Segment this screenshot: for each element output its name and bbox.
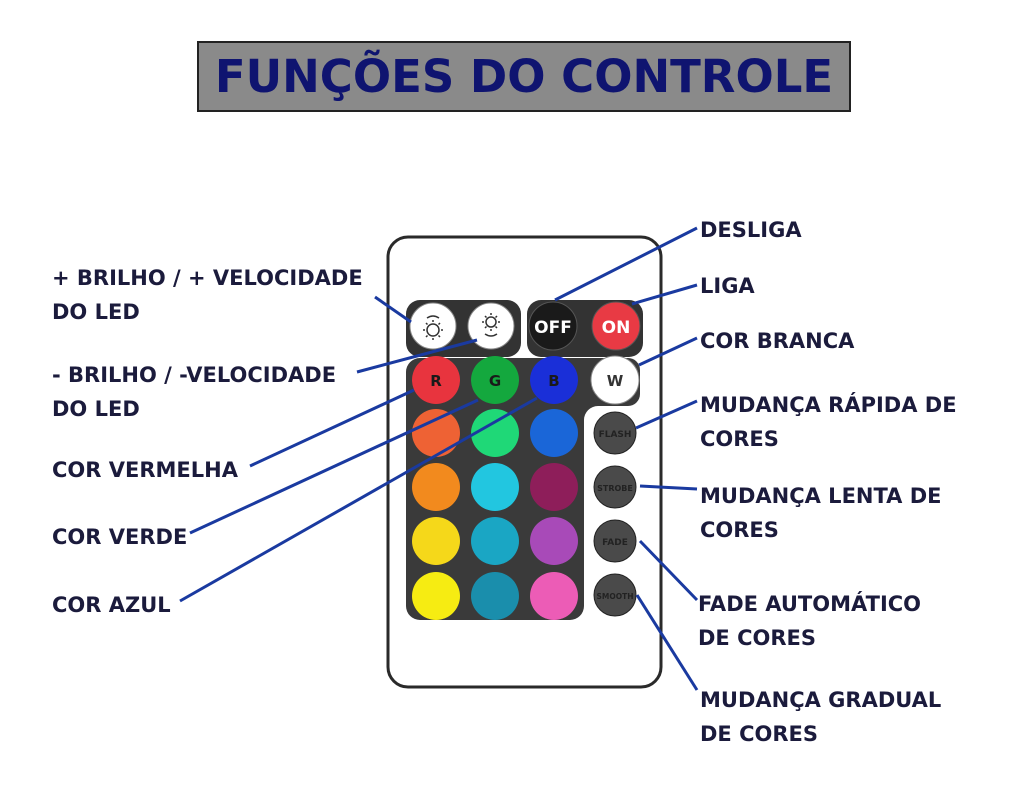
leader-smooth xyxy=(635,594,699,691)
label-red: COR VERMELHA xyxy=(52,458,238,482)
white-label: W xyxy=(607,372,624,390)
fade-button[interactable] xyxy=(593,519,637,563)
label-line: DE CORES xyxy=(700,722,818,746)
off-button[interactable] xyxy=(528,301,578,351)
color-button[interactable] xyxy=(412,463,460,511)
leader-white xyxy=(638,336,698,367)
green-label: G xyxy=(489,372,501,390)
color-button[interactable] xyxy=(471,463,519,511)
brightness-down-button[interactable] xyxy=(467,302,515,350)
label-line: - BRILHO / -VELOCIDADE xyxy=(52,363,337,387)
label-line: MUDANÇA LENTA DE xyxy=(700,484,942,508)
label-smooth: MUDANÇA GRADUAL DE CORES xyxy=(700,683,941,751)
color-button[interactable] xyxy=(530,463,578,511)
label-brightness-up: + BRILHO / + VELOCIDADE DO LED xyxy=(52,261,363,329)
label-line: CORES xyxy=(700,518,779,542)
smooth-label: SMOOTH xyxy=(596,592,633,601)
red-button[interactable] xyxy=(412,356,460,404)
label-line: DO LED xyxy=(52,300,140,324)
leader-blue xyxy=(179,396,538,603)
title-banner: FUNÇÕES DO CONTROLE xyxy=(197,41,851,112)
flash-label: FLASH xyxy=(599,430,632,440)
brightness-down-icon xyxy=(482,313,500,337)
label-on: LIGA xyxy=(700,274,755,298)
flash-button[interactable] xyxy=(593,411,637,455)
strobe-button[interactable] xyxy=(593,465,637,509)
color-button[interactable] xyxy=(471,517,519,565)
strobe-label: STROBE xyxy=(597,484,633,493)
leader-off xyxy=(554,226,698,302)
blue-label: B xyxy=(548,372,559,390)
label-strobe: MUDANÇA LENTA DE CORES xyxy=(700,479,942,547)
on-button[interactable] xyxy=(591,301,641,351)
leader-fade xyxy=(638,539,699,602)
off-label: OFF xyxy=(534,318,572,338)
leader-on xyxy=(631,283,698,306)
smooth-button[interactable] xyxy=(593,573,637,617)
on-label: ON xyxy=(602,318,631,338)
brightness-up-button[interactable] xyxy=(409,302,457,350)
label-white: COR BRANCA xyxy=(700,329,855,353)
color-panel xyxy=(406,358,640,620)
fade-label: FADE xyxy=(602,538,628,548)
leader-red xyxy=(249,388,415,468)
color-button[interactable] xyxy=(412,572,460,620)
label-fade: FADE AUTOMÁTICO DE CORES xyxy=(698,587,921,655)
label-green: COR VERDE xyxy=(52,525,188,549)
leader-strobe xyxy=(639,484,698,491)
label-line: MUDANÇA GRADUAL xyxy=(700,688,942,712)
color-button[interactable] xyxy=(471,572,519,620)
leader-brightness-up xyxy=(374,295,412,324)
red-label: R xyxy=(430,372,442,390)
color-button[interactable] xyxy=(530,572,578,620)
label-blue: COR AZUL xyxy=(52,593,171,617)
page-title: FUNÇÕES DO CONTROLE xyxy=(214,50,834,103)
brightness-up-icon xyxy=(423,315,443,340)
color-button[interactable] xyxy=(530,517,578,565)
leader-brightness-down xyxy=(356,338,478,374)
label-flash: MUDANÇA RÁPIDA DE CORES xyxy=(700,388,957,456)
label-off: DESLIGA xyxy=(700,218,802,242)
label-line: FADE AUTOMÁTICO xyxy=(698,592,922,616)
label-line: DO LED xyxy=(52,397,140,421)
color-button[interactable] xyxy=(412,409,460,457)
label-line: + BRILHO / + VELOCIDADE xyxy=(52,266,363,290)
leader-flash xyxy=(635,399,698,430)
label-line: DE CORES xyxy=(698,626,816,650)
label-line: MUDANÇA RÁPIDA DE xyxy=(700,393,957,417)
color-button[interactable] xyxy=(412,517,460,565)
label-brightness-down: - BRILHO / -VELOCIDADE DO LED xyxy=(52,358,336,426)
green-button[interactable] xyxy=(471,356,519,404)
leader-green xyxy=(189,398,479,535)
blue-button[interactable] xyxy=(530,356,578,404)
color-button[interactable] xyxy=(471,409,519,457)
white-button[interactable] xyxy=(590,355,640,405)
color-button[interactable] xyxy=(530,409,578,457)
label-line: CORES xyxy=(700,427,779,451)
